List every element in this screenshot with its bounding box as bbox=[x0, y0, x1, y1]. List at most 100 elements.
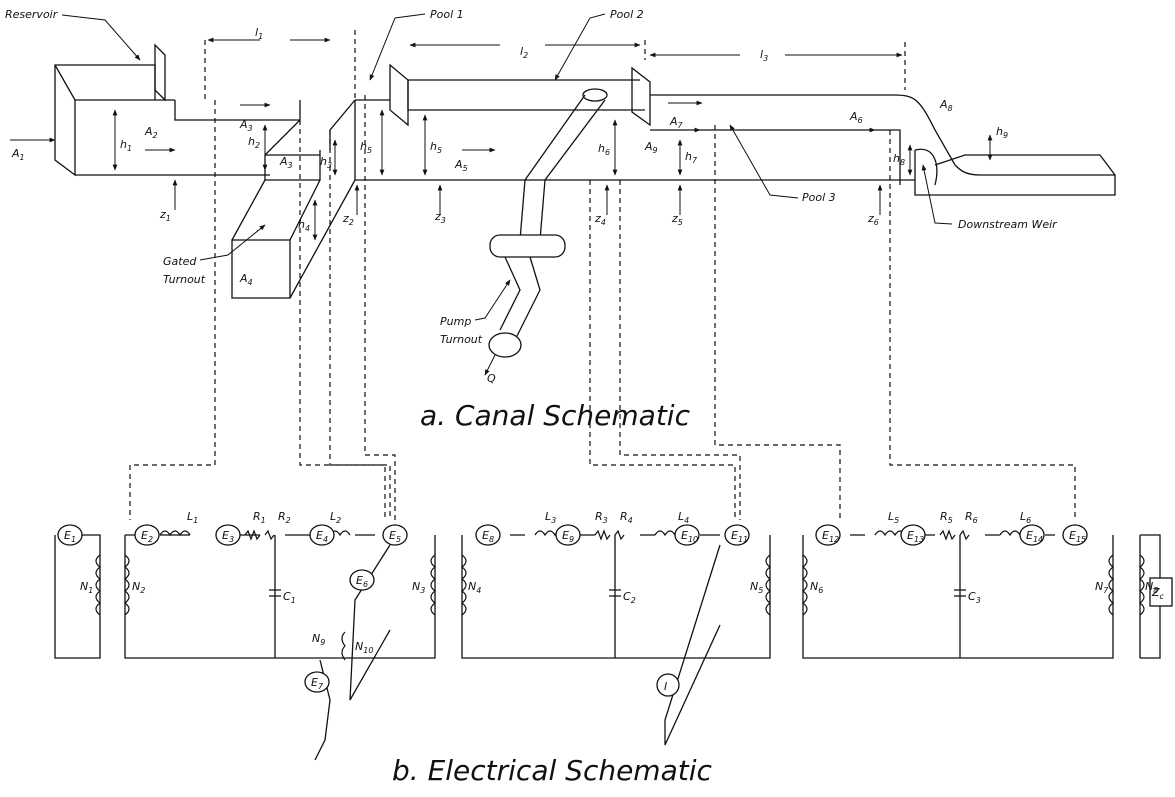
canal-schematic: Reservoir Pool 1 Pool 2 Pool 3 Downstrea… bbox=[5, 8, 1116, 432]
symbol-R1: R1 bbox=[253, 510, 266, 525]
symbol-A4-text: A4 bbox=[239, 272, 253, 287]
symbol-h6-text: h6 bbox=[598, 142, 610, 157]
symbol-z4: z4 bbox=[594, 212, 606, 227]
symbol-E6: E6 bbox=[349, 569, 375, 591]
symbol-R4-text: R4 bbox=[620, 510, 633, 525]
pool-2-label: Pool 2 bbox=[610, 8, 644, 21]
symbol-R3-text: R3 bbox=[595, 510, 608, 525]
gated-turnout-label-2: Turnout bbox=[163, 273, 206, 286]
symbol-z5: z5 bbox=[671, 212, 683, 227]
gated-turnout-channel bbox=[231, 99, 356, 299]
symbol-z2-text: z2 bbox=[342, 212, 354, 227]
symbol-h1-text: h1 bbox=[120, 138, 132, 153]
symbol-h9: h9 bbox=[996, 125, 1008, 140]
symbol-C1-text: C1 bbox=[283, 590, 296, 605]
symbol-l2-text: l2 bbox=[520, 45, 528, 60]
symbol-A8-text: A8 bbox=[939, 98, 953, 113]
symbol-A1-text: A1 bbox=[11, 147, 25, 162]
symbol-h2: h2 bbox=[248, 135, 260, 150]
symbol-N6: N6 bbox=[810, 580, 823, 595]
symbol-N1: N1 bbox=[80, 580, 93, 595]
symbol-N3-text: N3 bbox=[412, 580, 425, 595]
reservoir-label: Reservoir bbox=[5, 8, 59, 21]
symbol-A2: A2 bbox=[144, 125, 158, 140]
symbol-z6-text: z6 bbox=[867, 212, 879, 227]
symbol-L4-text: L4 bbox=[678, 510, 689, 525]
symbol-z3: z3 bbox=[434, 210, 446, 225]
symbol-R1-text: R1 bbox=[253, 510, 266, 525]
symbol-E1: E1 bbox=[57, 524, 83, 546]
symbol-l1-text: l1 bbox=[255, 26, 263, 41]
symbol-C1: C1 bbox=[283, 590, 296, 605]
symbol-h4: h4 bbox=[298, 218, 310, 233]
symbol-A7: A7 bbox=[669, 115, 684, 130]
pump-turnout-pipe bbox=[484, 88, 608, 376]
symbol-E4: E4 bbox=[309, 524, 335, 546]
symbol-E2: E2 bbox=[134, 524, 160, 546]
symbol-N4-text: N4 bbox=[468, 580, 481, 595]
symbol-L5: L5 bbox=[888, 510, 899, 525]
symbol-A8: A8 bbox=[939, 98, 953, 113]
symbol-A3b: A3 bbox=[279, 155, 293, 170]
reservoir-block bbox=[54, 43, 301, 177]
symbol-N2-text: N2 bbox=[132, 580, 145, 595]
symbol-h7-text: h7 bbox=[685, 150, 698, 165]
symbol-A7-text: A7 bbox=[669, 115, 684, 130]
symbol-R5: R5 bbox=[940, 510, 953, 525]
symbol-L2: L2 bbox=[330, 510, 341, 525]
pool-1-channel bbox=[354, 63, 645, 181]
symbol-h1: h1 bbox=[120, 138, 132, 153]
downstream-weir-label: Downstream Weir bbox=[958, 218, 1058, 231]
symbol-R6-text: R6 bbox=[965, 510, 978, 525]
pool-3-channel bbox=[650, 94, 1116, 196]
caption-electrical-schematic: b. Electrical Schematic bbox=[392, 754, 713, 787]
symbol-L2-text: L2 bbox=[330, 510, 341, 525]
symbol-L1-text: L1 bbox=[187, 510, 198, 525]
symbol-L4: L4 bbox=[678, 510, 689, 525]
symbol-A9: A9 bbox=[644, 140, 658, 155]
symbol-L6: L6 bbox=[1020, 510, 1031, 525]
symbol-E5: E5 bbox=[382, 524, 408, 546]
symbol-I-text: I bbox=[664, 680, 667, 693]
symbol-L3: L3 bbox=[545, 510, 556, 525]
symbol-R2-text: R2 bbox=[278, 510, 291, 525]
symbol-h8-text: h8 bbox=[893, 152, 905, 167]
symbol-N5: N5 bbox=[750, 580, 763, 595]
symbol-R6: R6 bbox=[965, 510, 978, 525]
symbol-h5b-text: h5 bbox=[430, 140, 442, 155]
symbol-l1: l1 bbox=[255, 26, 263, 41]
symbol-E3: E3 bbox=[215, 524, 241, 546]
symbol-L6-text: L6 bbox=[1020, 510, 1031, 525]
symbol-l2: l2 bbox=[520, 45, 528, 60]
symbol-N3: N3 bbox=[412, 580, 425, 595]
symbol-E15: E15 bbox=[1062, 524, 1088, 546]
symbol-A5: A5 bbox=[454, 158, 468, 173]
caption-canal-schematic: a. Canal Schematic bbox=[420, 399, 691, 432]
symbol-A1: A1 bbox=[11, 147, 25, 162]
symbol-h7: h7 bbox=[685, 150, 698, 165]
symbol-L3-text: L3 bbox=[545, 510, 556, 525]
symbol-E12: E12 bbox=[815, 524, 841, 546]
pool-1-label: Pool 1 bbox=[430, 8, 464, 21]
symbol-N9: N9 bbox=[312, 632, 325, 647]
symbol-E14: E14 bbox=[1019, 524, 1045, 546]
symbol-h5-text: h5 bbox=[360, 140, 372, 155]
symbol-N9-text: N9 bbox=[312, 632, 325, 647]
symbol-z6: z6 bbox=[867, 212, 879, 227]
symbol-A5-text: A5 bbox=[454, 158, 468, 173]
symbol-E13: E13 bbox=[900, 524, 926, 546]
symbol-z2: z2 bbox=[342, 212, 354, 227]
symbol-I: I bbox=[664, 680, 667, 693]
symbol-h5b: h5 bbox=[430, 140, 442, 155]
symbol-h4-text: h4 bbox=[298, 218, 310, 233]
symbol-A6-text: A6 bbox=[849, 110, 863, 125]
symbol-E7: E7 bbox=[304, 671, 330, 693]
symbol-z4-text: z4 bbox=[594, 212, 606, 227]
symbol-C3: C3 bbox=[968, 590, 981, 605]
symbol-N7: N7 bbox=[1095, 580, 1109, 595]
symbol-A3b-text: A3 bbox=[279, 155, 293, 170]
symbol-E9: E9 bbox=[555, 524, 581, 546]
symbol-z5-text: z5 bbox=[671, 212, 683, 227]
symbol-l3: l3 bbox=[760, 48, 768, 63]
